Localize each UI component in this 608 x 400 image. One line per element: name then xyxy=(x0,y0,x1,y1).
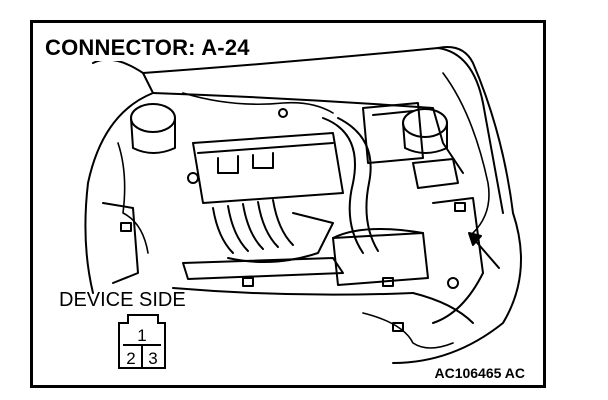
pin-3: 3 xyxy=(148,349,157,368)
manifold-plenum xyxy=(227,212,334,263)
air-cleaner-box xyxy=(332,232,429,286)
wiring-harness-front xyxy=(362,312,454,349)
intake-hose xyxy=(322,117,364,254)
pin-1: 1 xyxy=(137,326,146,345)
left-strut-tower xyxy=(130,103,176,133)
firewall xyxy=(152,92,464,174)
connector-pin-diagram xyxy=(118,314,166,369)
radiator-support xyxy=(182,257,344,280)
engine-block xyxy=(192,132,344,204)
wiring-harness-top xyxy=(182,92,334,114)
figure-id: AC106465 AC xyxy=(434,365,525,381)
engine-bay-illustration: 1 2 3 xyxy=(84,46,522,369)
right-headlight-area xyxy=(432,197,484,324)
relay-box xyxy=(412,158,459,189)
wiring-harness-right xyxy=(442,72,490,234)
left-fender-outline xyxy=(84,58,154,294)
connector-title: CONNECTOR: A-24 xyxy=(41,35,254,61)
right-strut-tower xyxy=(402,108,448,138)
right-fender-outline xyxy=(392,46,522,364)
left-headlight-area xyxy=(102,202,139,284)
intake-runners xyxy=(212,199,294,254)
wiring-harness-left xyxy=(117,142,149,254)
pointer-arrow xyxy=(468,232,500,269)
device-side-label: DEVICE SIDE xyxy=(59,289,186,311)
pin-2: 2 xyxy=(126,349,135,368)
battery xyxy=(362,102,424,164)
hood-outline xyxy=(142,47,504,214)
diagram-frame: 1 2 3 CONNECTOR: A-24 DEVICE SIDE AC1064… xyxy=(30,20,546,388)
